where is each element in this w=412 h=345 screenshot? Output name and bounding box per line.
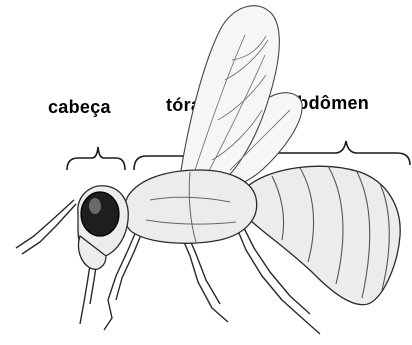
antenna: [16, 200, 74, 248]
head-body: [78, 186, 128, 269]
compound-eye-icon: [81, 192, 119, 236]
wings: [178, 6, 302, 197]
bracket-head: [67, 147, 125, 170]
abdomen-body: [248, 166, 400, 305]
thorax-body: [124, 170, 257, 243]
